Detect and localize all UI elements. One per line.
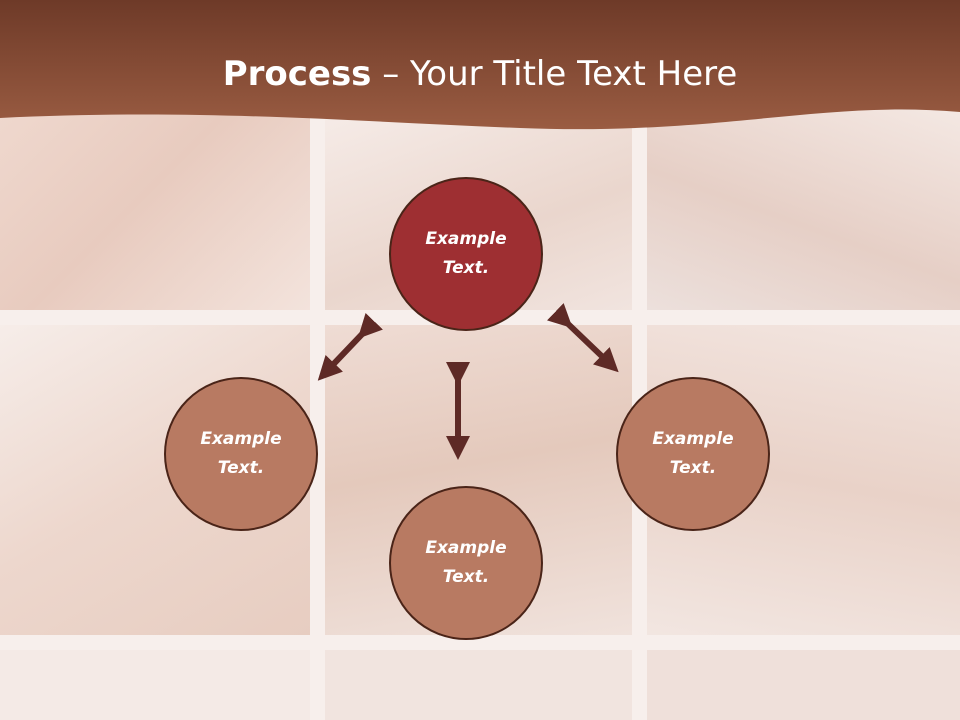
slide-title: Process – Your Title Text Here <box>0 52 960 96</box>
node-bottom-text: Example Text. <box>425 538 507 587</box>
photo-tile <box>0 650 310 720</box>
process-node-left: Example Text. <box>164 377 318 531</box>
process-node-bottom: Example Text. <box>389 486 543 640</box>
photo-tile <box>325 650 632 720</box>
node-left-text: Example Text. <box>200 429 282 478</box>
header-band <box>0 0 960 130</box>
node-right-text: Example Text. <box>652 429 734 478</box>
photo-tile <box>647 650 960 720</box>
process-node-right: Example Text. <box>616 377 770 531</box>
node-top-text: Example Text. <box>425 229 507 278</box>
title-bold: Process <box>222 54 372 94</box>
photo-tile <box>647 110 960 310</box>
photo-tile <box>0 110 310 310</box>
process-node-top: Example Text. <box>389 177 543 331</box>
title-rest: – Your Title Text Here <box>371 54 738 94</box>
